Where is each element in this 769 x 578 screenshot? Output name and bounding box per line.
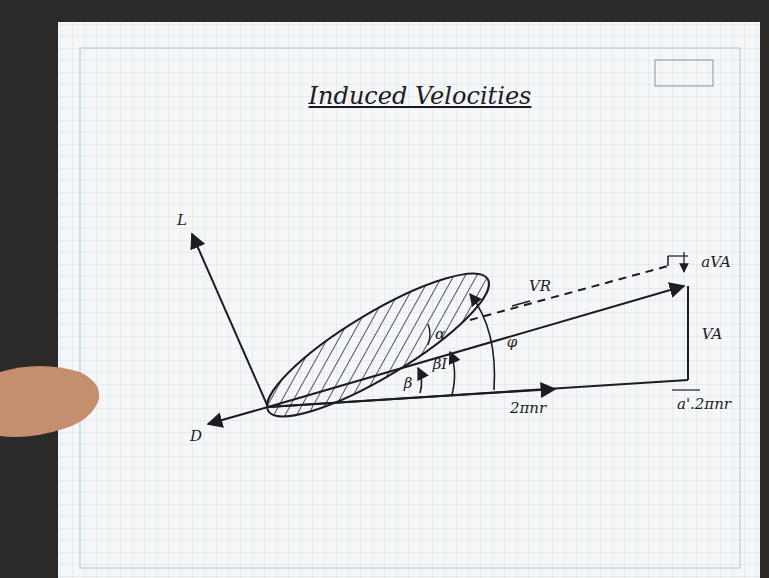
hand [0, 366, 99, 437]
alpha-arc [428, 324, 430, 345]
drag-arrow [208, 407, 268, 424]
diagram-label: 2πnr [510, 400, 546, 417]
diagram-label: aVA [701, 254, 731, 271]
dashed-line [470, 266, 668, 320]
induced-tangential-tick [672, 389, 700, 390]
stamp [655, 60, 713, 86]
lift-arrow [192, 234, 268, 407]
grid-border [80, 48, 740, 568]
phi-arc [470, 294, 495, 390]
vr-mark [512, 301, 530, 306]
diagram-label: βI [433, 356, 448, 373]
diagram-label: a'.2πnr [677, 396, 731, 413]
diagram-label: D [190, 428, 202, 445]
betai-arc [450, 352, 455, 395]
paper-grid [58, 22, 760, 578]
diagram-label: VR [529, 278, 551, 295]
diagram-label: L [177, 212, 187, 229]
induced-tick [667, 256, 669, 266]
resultant-velocity [268, 286, 684, 407]
diagram-label: α [435, 326, 445, 343]
paper-sheet [58, 22, 760, 578]
diagram-label: VA [702, 326, 723, 343]
aerofoil [252, 252, 504, 439]
induced-tick [668, 255, 688, 256]
diagram-label: φ [507, 334, 518, 351]
axial-velocity-line [687, 286, 689, 380]
induced-arrow [683, 252, 684, 272]
beta-arc [418, 368, 422, 393]
tangential-velocity-line [268, 380, 688, 407]
title: Induced Velocities [309, 83, 532, 109]
diagram-label: β [404, 375, 413, 392]
